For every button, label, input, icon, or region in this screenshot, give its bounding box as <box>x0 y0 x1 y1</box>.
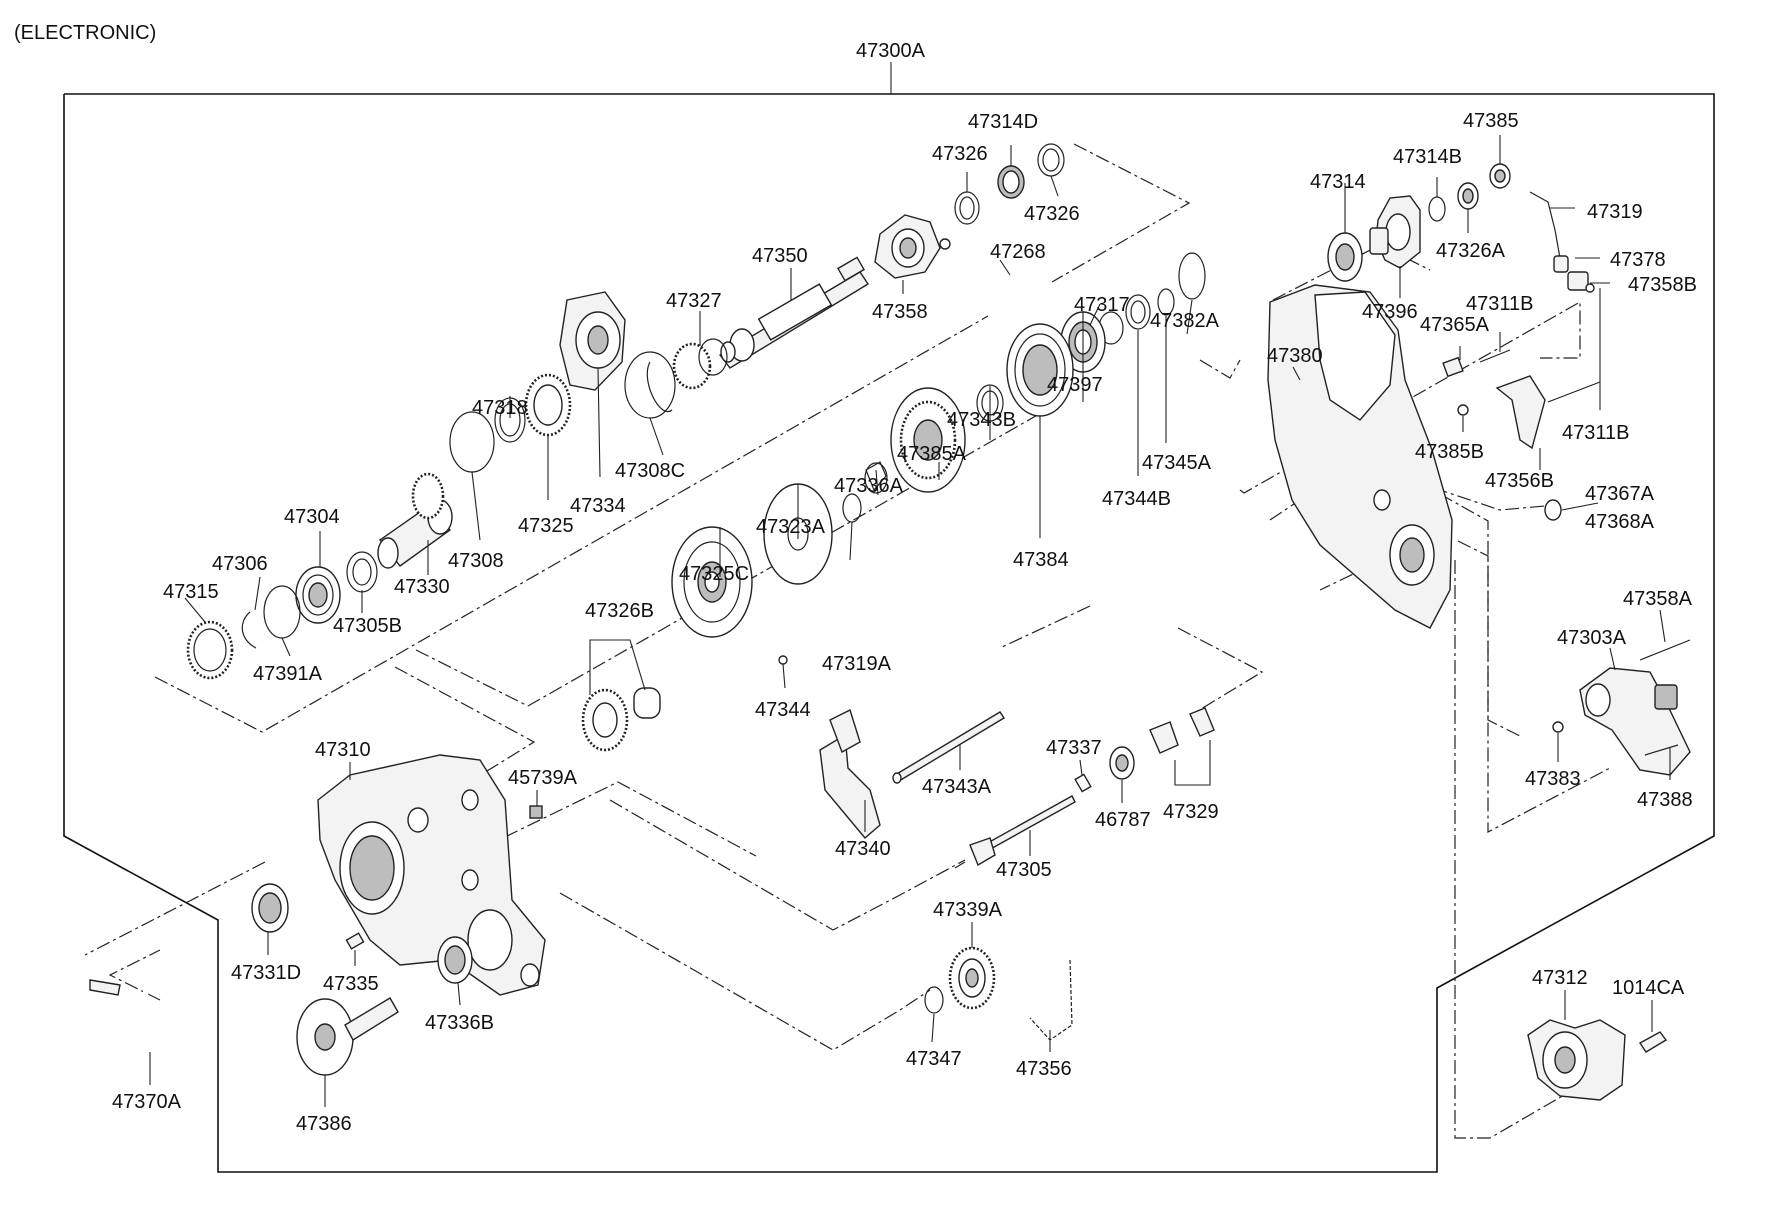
part-label-47344[interactable]: 47344 <box>755 699 811 721</box>
part-label-47323A[interactable]: 47323A <box>756 516 826 538</box>
part-label-47305B[interactable]: 47305B <box>333 615 402 637</box>
part-label-47396[interactable]: 47396 <box>1362 301 1418 323</box>
part-label-47340[interactable]: 47340 <box>835 838 891 860</box>
part-label-47378[interactable]: 47378 <box>1610 249 1666 271</box>
part-label-47325C[interactable]: 47325C <box>679 563 749 585</box>
part-label-47370A[interactable]: 47370A <box>112 1091 182 1113</box>
part-label-47325[interactable]: 47325 <box>518 515 574 537</box>
part-label-47326B[interactable]: 47326B <box>585 600 654 622</box>
part-label-47391A[interactable]: 47391A <box>253 663 323 685</box>
part-label-47365A[interactable]: 47365A <box>1420 314 1490 336</box>
part-label-47310[interactable]: 47310 <box>315 739 371 761</box>
leader-lines <box>149 135 1671 1107</box>
part-label-47314D[interactable]: 47314D <box>968 111 1038 133</box>
part-label-47358A[interactable]: 47358A <box>1623 588 1693 610</box>
part-labels: 47314D 47326 47326 47350 47268 47327 473… <box>112 110 1697 1135</box>
part-label-47268[interactable]: 47268 <box>990 241 1046 263</box>
part-label-47343B[interactable]: 47343B <box>947 409 1016 431</box>
part-label-47385[interactable]: 47385 <box>1463 110 1519 132</box>
part-label-47305[interactable]: 47305 <box>996 859 1052 881</box>
part-label-47330[interactable]: 47330 <box>394 576 450 598</box>
part-label-47304[interactable]: 47304 <box>284 506 340 528</box>
part-label-47319A[interactable]: 47319A <box>822 653 892 675</box>
part-label-47380[interactable]: 47380 <box>1267 345 1323 367</box>
part-label-47384[interactable]: 47384 <box>1013 549 1069 571</box>
part-shapes <box>89 143 1691 1101</box>
assembly-frame <box>63 93 1715 1173</box>
part-label-47385A[interactable]: 47385A <box>897 443 967 465</box>
part-label-47314[interactable]: 47314 <box>1310 171 1366 193</box>
part-label-46787[interactable]: 46787 <box>1095 809 1151 831</box>
part-label-47326[interactable]: 47326 <box>1024 203 1080 225</box>
part-label-47326A[interactable]: 47326A <box>1436 240 1506 262</box>
part-label-47331D[interactable]: 47331D <box>231 962 301 984</box>
part-label-47344B[interactable]: 47344B <box>1102 488 1171 510</box>
part-label-47358B[interactable]: 47358B <box>1628 274 1697 296</box>
part-label-47368A[interactable]: 47368A <box>1585 511 1655 533</box>
part-label-47343A[interactable]: 47343A <box>922 776 992 798</box>
variant-label: (ELECTRONIC) <box>14 22 156 44</box>
part-label-45739A[interactable]: 45739A <box>508 767 578 789</box>
part-label-47367A[interactable]: 47367A <box>1585 483 1655 505</box>
part-label-47318[interactable]: 47318 <box>472 397 528 419</box>
part-label-1014CA[interactable]: 1014CA <box>1612 977 1685 999</box>
part-label-47327[interactable]: 47327 <box>666 290 722 312</box>
part-label-47350[interactable]: 47350 <box>752 245 808 267</box>
part-label-47312[interactable]: 47312 <box>1532 967 1588 989</box>
assembly-label[interactable]: 47300A <box>856 40 926 62</box>
part-label-47336A[interactable]: 47336A <box>834 475 904 497</box>
part-label-47326[interactable]: 47326 <box>932 143 988 165</box>
part-label-47314B[interactable]: 47314B <box>1393 146 1462 168</box>
part-label-47358[interactable]: 47358 <box>872 301 928 323</box>
part-label-47308C[interactable]: 47308C <box>615 460 685 482</box>
part-label-47311B[interactable]: 47311B <box>1562 422 1629 444</box>
part-label-47382A[interactable]: 47382A <box>1150 310 1220 332</box>
part-label-47339A[interactable]: 47339A <box>933 899 1003 921</box>
part-label-47329[interactable]: 47329 <box>1163 801 1219 823</box>
part-label-47315[interactable]: 47315 <box>163 581 219 603</box>
part-label-47335[interactable]: 47335 <box>323 973 379 995</box>
part-label-47336B[interactable]: 47336B <box>425 1012 494 1034</box>
part-label-47386[interactable]: 47386 <box>296 1113 352 1135</box>
part-label-47345A[interactable]: 47345A <box>1142 452 1212 474</box>
part-label-47385B[interactable]: 47385B <box>1415 441 1484 463</box>
part-label-47356[interactable]: 47356 <box>1016 1058 1072 1080</box>
part-label-47383[interactable]: 47383 <box>1525 768 1581 790</box>
part-label-47397[interactable]: 47397 <box>1047 374 1103 396</box>
part-label-47337[interactable]: 47337 <box>1046 737 1102 759</box>
part-label-47334[interactable]: 47334 <box>570 495 626 517</box>
part-label-47306[interactable]: 47306 <box>212 553 268 575</box>
part-label-47347[interactable]: 47347 <box>906 1048 962 1070</box>
part-label-47388[interactable]: 47388 <box>1637 789 1693 811</box>
part-label-47356B[interactable]: 47356B <box>1485 470 1554 492</box>
part-label-47319[interactable]: 47319 <box>1587 201 1643 223</box>
part-label-47308[interactable]: 47308 <box>448 550 504 572</box>
part-label-47303A[interactable]: 47303A <box>1557 627 1627 649</box>
part-label-47317[interactable]: 47317 <box>1074 294 1130 316</box>
part-label-47311B[interactable]: 47311B <box>1466 293 1533 315</box>
